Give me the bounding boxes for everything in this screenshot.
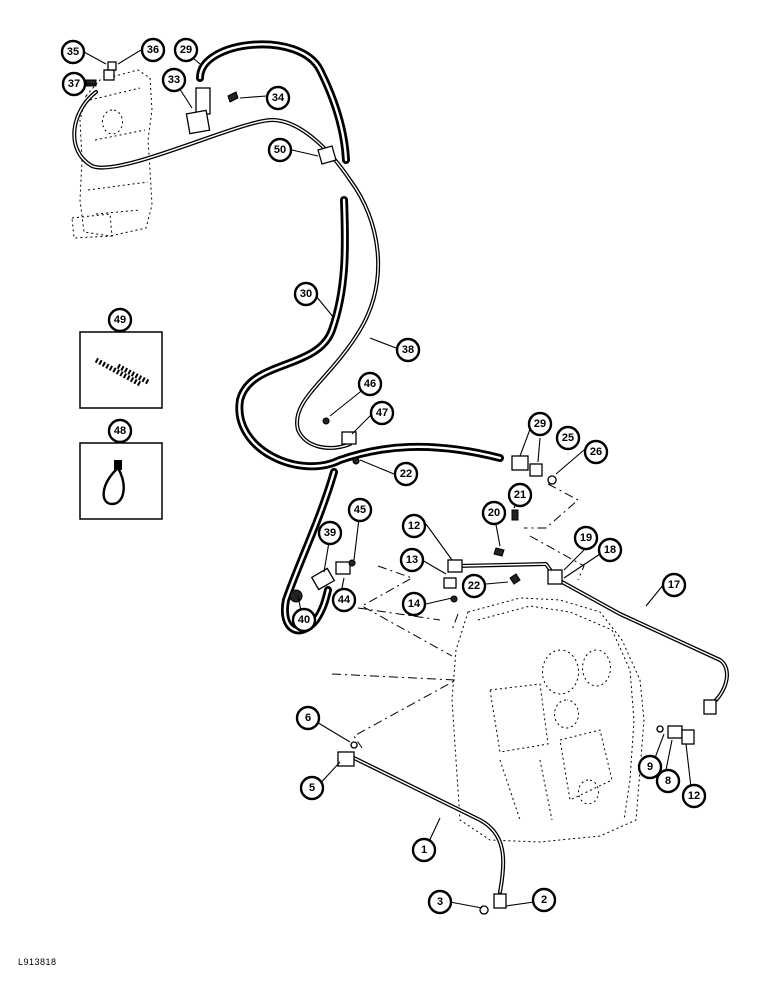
callout: 22 — [393, 461, 419, 487]
callout: 13 — [399, 547, 425, 573]
callout: 12 — [401, 513, 427, 539]
callout: 19 — [573, 525, 599, 551]
svg-text:5: 5 — [309, 782, 315, 794]
svg-text:33: 33 — [168, 74, 180, 86]
clamp-loop-icon — [102, 460, 125, 506]
callout: 22 — [461, 573, 487, 599]
svg-text:37: 37 — [68, 78, 80, 90]
callout: 44 — [331, 587, 357, 613]
callout: 38 — [395, 337, 421, 363]
svg-text:20: 20 — [488, 507, 500, 519]
svg-text:17: 17 — [668, 579, 680, 591]
callout: 37 — [61, 71, 87, 97]
callout: 9 — [637, 754, 663, 780]
svg-text:36: 36 — [147, 44, 159, 56]
svg-text:22: 22 — [468, 580, 480, 592]
callout: 30 — [293, 281, 319, 307]
callout: 50 — [267, 137, 293, 163]
svg-text:13: 13 — [406, 554, 418, 566]
svg-text:3: 3 — [437, 896, 443, 908]
callout: 6 — [295, 705, 321, 731]
callout: 2 — [531, 887, 557, 913]
callout: 25 — [555, 425, 581, 451]
callout: 3 — [427, 889, 453, 915]
svg-text:46: 46 — [364, 378, 376, 390]
callout: 46 — [357, 371, 383, 397]
svg-text:40: 40 — [298, 614, 310, 626]
callout: 48 — [107, 418, 133, 444]
svg-text:2: 2 — [541, 894, 547, 906]
spring-icon — [94, 357, 150, 387]
svg-text:6: 6 — [305, 712, 311, 724]
callout: 18 — [597, 537, 623, 563]
callout: 47 — [369, 400, 395, 426]
callout: 35 — [60, 39, 86, 65]
svg-text:21: 21 — [514, 489, 526, 501]
svg-text:12: 12 — [408, 520, 420, 532]
svg-text:22: 22 — [400, 468, 412, 480]
svg-text:19: 19 — [580, 532, 592, 544]
callout: 40 — [291, 607, 317, 633]
svg-text:35: 35 — [67, 46, 79, 58]
callout: 29 — [527, 411, 553, 437]
callout: 20 — [481, 500, 507, 526]
svg-text:25: 25 — [562, 432, 574, 444]
callout: 29 — [173, 37, 199, 63]
insert-box-48 — [79, 442, 163, 520]
svg-text:44: 44 — [338, 594, 351, 606]
callout: 36 — [140, 37, 166, 63]
svg-text:29: 29 — [534, 418, 546, 430]
leader-lines — [83, 49, 693, 909]
svg-text:49: 49 — [114, 314, 126, 326]
callout: 34 — [265, 85, 291, 111]
callout: 1 — [411, 837, 437, 863]
svg-text:8: 8 — [665, 775, 671, 787]
drawing-number: L913818 — [18, 957, 57, 967]
svg-text:18: 18 — [604, 544, 616, 556]
svg-text:29: 29 — [180, 44, 192, 56]
callout: 39 — [317, 520, 343, 546]
svg-text:26: 26 — [590, 446, 602, 458]
hoses — [196, 40, 504, 635]
upper-housing-outline — [71, 69, 153, 239]
callout: 45 — [347, 497, 373, 523]
callout: 26 — [583, 439, 609, 465]
svg-text:14: 14 — [408, 598, 421, 610]
svg-text:1: 1 — [421, 844, 427, 856]
callout: 5 — [299, 775, 325, 801]
transmission-housing-outline — [451, 597, 645, 843]
callout: 21 — [507, 482, 533, 508]
svg-text:38: 38 — [402, 344, 414, 356]
callout: 8 — [655, 768, 681, 794]
insert-box-49 — [79, 331, 163, 409]
svg-text:34: 34 — [272, 92, 285, 104]
fittings — [85, 61, 717, 915]
callout: 33 — [161, 67, 187, 93]
callout: 12 — [681, 783, 707, 809]
svg-text:50: 50 — [274, 144, 286, 156]
svg-text:12: 12 — [688, 790, 700, 802]
callout: 49 — [107, 307, 133, 333]
tubes — [72, 90, 729, 894]
svg-text:47: 47 — [376, 407, 388, 419]
assembly-lines — [331, 483, 585, 749]
callout: 17 — [661, 572, 687, 598]
svg-text:39: 39 — [324, 527, 336, 539]
svg-text:48: 48 — [114, 425, 126, 437]
callout: 14 — [401, 591, 427, 617]
svg-text:45: 45 — [354, 504, 366, 516]
svg-text:30: 30 — [300, 288, 312, 300]
svg-text:9: 9 — [647, 761, 653, 773]
